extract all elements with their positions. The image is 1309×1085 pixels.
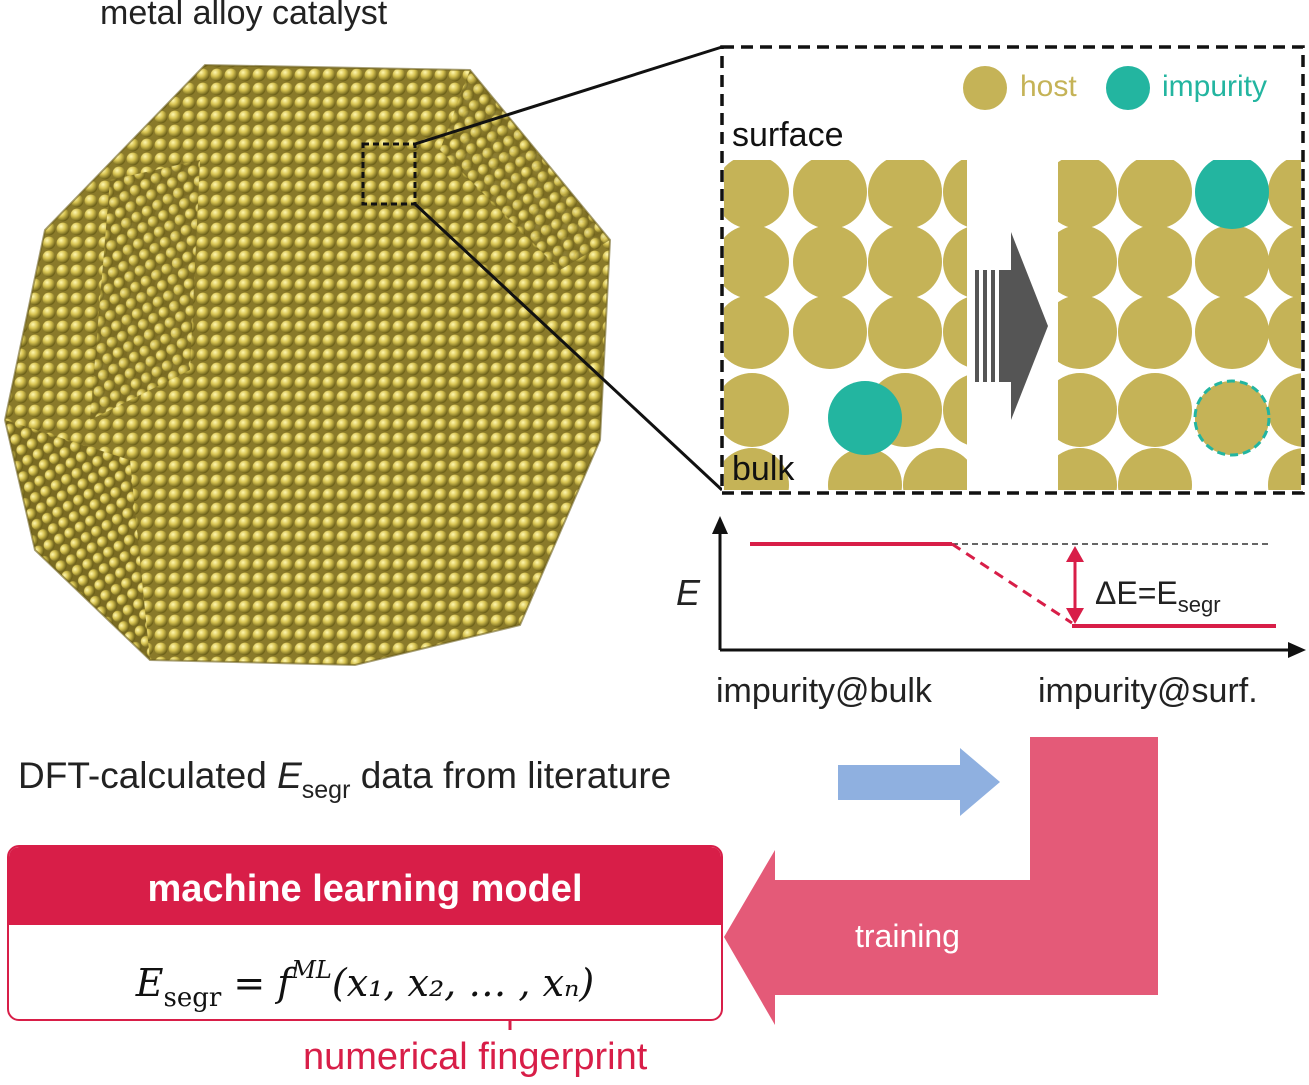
fingerprint-label: numerical fingerprint — [303, 1036, 648, 1078]
impurity-legend-swatch — [1106, 66, 1150, 110]
lattice-after — [1058, 160, 1301, 490]
energy-diagram — [712, 516, 1306, 658]
x-label-bulk: impurity@bulk — [716, 672, 932, 710]
zoom-panel — [413, 45, 1305, 495]
figure-title: metal alloy catalyst — [100, 0, 388, 32]
host-legend-swatch — [963, 66, 1007, 110]
ml-model-box: machine learning model Esegr = fML(x₁, x… — [7, 845, 723, 1021]
blue-data-arrow — [838, 748, 1000, 816]
surface-label: surface — [732, 116, 844, 154]
impurity-atom-surface — [1195, 160, 1269, 229]
energy-axis-label: E — [676, 572, 701, 613]
zoom-indicator-square — [361, 142, 417, 206]
nanoparticle-image — [3, 63, 612, 667]
bulk-label: bulk — [732, 450, 795, 488]
training-label: training — [855, 918, 960, 954]
legend-impurity-label: impurity — [1162, 70, 1268, 103]
training-arrow — [724, 737, 1158, 1025]
segregation-arrow — [975, 232, 1048, 420]
ml-model-header: machine learning model — [9, 847, 721, 925]
legend-host-label: host — [1020, 70, 1077, 103]
dft-data-caption: DFT-calculated Esegr data from literatur… — [18, 755, 672, 804]
impurity-atom-bulk — [828, 381, 902, 455]
delta-e-label: ΔE=Esegr — [1095, 575, 1221, 617]
vacancy-marker — [1193, 379, 1271, 457]
x-label-surface: impurity@surf. — [1038, 672, 1258, 710]
lattice-before — [724, 160, 967, 490]
ml-equation: Esegr = fML(x₁, x₂, … , xₙ) — [135, 956, 595, 1013]
